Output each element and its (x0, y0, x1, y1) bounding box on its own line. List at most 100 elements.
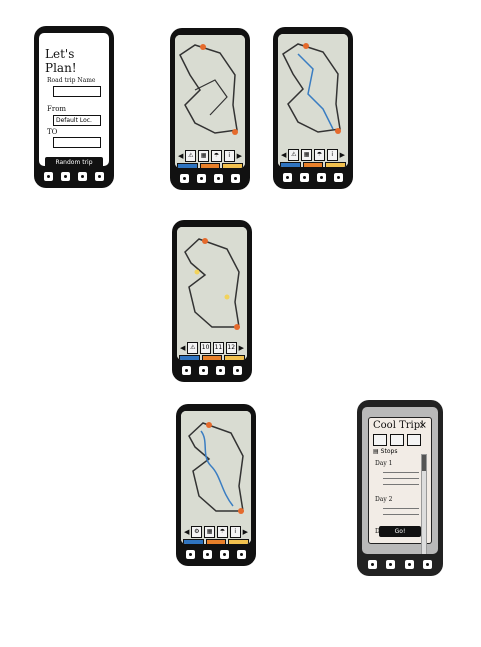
warning-icon[interactable]: ⚠ (288, 149, 300, 161)
map-pin-icon (206, 422, 212, 428)
map-view[interactable]: ◀ ⚠ ▦ ☂ i ▶ (278, 34, 348, 167)
tab-profile-icon[interactable] (407, 434, 421, 446)
to-input[interactable] (53, 137, 101, 148)
nav-button[interactable] (317, 173, 326, 182)
nav-button[interactable] (61, 172, 70, 181)
nav-button[interactable] (386, 560, 396, 569)
nav-button[interactable] (423, 560, 433, 569)
chevron-left-icon[interactable]: ◀ (281, 151, 287, 159)
chevron-right-icon[interactable]: ▶ (242, 528, 248, 536)
nav-button[interactable] (404, 560, 414, 569)
nav-button[interactable] (203, 550, 212, 559)
nav-button[interactable] (214, 174, 223, 183)
calendar-day-12[interactable]: 12 (225, 342, 237, 354)
nav-button[interactable] (231, 174, 240, 183)
stops-header: ▤ Stops (373, 448, 398, 455)
nav-button[interactable] (180, 174, 189, 183)
nav-button[interactable] (367, 560, 377, 569)
map-view[interactable]: ◀ ⚠ 10 11 12 ▶ (177, 227, 247, 360)
tab-profile[interactable] (325, 162, 347, 167)
tab-profile[interactable] (224, 355, 246, 360)
map-toolbar: ◀ ⚠ 10 11 12 ▶ (180, 342, 244, 354)
map-pin-icon (335, 128, 341, 134)
phone-nav-bar (176, 172, 244, 185)
nav-button[interactable] (186, 550, 195, 559)
modal-tabs (373, 434, 421, 446)
calendar-day-11[interactable]: 11 (213, 342, 224, 354)
phone-nav-bar (182, 548, 250, 561)
road-trip-name-input[interactable] (53, 86, 101, 97)
weather-icon[interactable]: ☂ (217, 526, 228, 538)
tab-bar (177, 163, 244, 168)
calendar-icon[interactable]: ▦ (301, 149, 312, 161)
phone-nav-bar (178, 364, 246, 377)
calendar-day-10[interactable]: 10 (200, 342, 211, 354)
tab-food-icon[interactable] (390, 434, 404, 446)
calendar-icon[interactable]: ▦ (204, 526, 215, 538)
scrollbar[interactable] (421, 454, 427, 554)
map-icon: ▤ (373, 448, 379, 455)
weather-icon[interactable]: ☂ (314, 149, 325, 161)
nav-button[interactable] (233, 366, 242, 375)
scrollbar-thumb[interactable] (422, 455, 426, 471)
chevron-left-icon[interactable]: ◀ (178, 152, 184, 160)
nav-button[interactable] (283, 173, 292, 182)
chevron-right-icon[interactable]: ▶ (236, 152, 242, 160)
random-trip-button[interactable]: Random trip (45, 157, 103, 166)
tab-bar (183, 539, 250, 544)
tab-route[interactable] (183, 539, 204, 544)
go-button[interactable]: Go! (379, 526, 421, 537)
nav-button[interactable] (237, 550, 246, 559)
route-map-svg (184, 238, 240, 330)
warning-icon[interactable]: ⚠ (185, 150, 197, 162)
chevron-left-icon[interactable]: ◀ (180, 344, 186, 352)
map-pin-icon (200, 44, 206, 50)
map-view[interactable]: ◀ ⚙ ▦ ☂ i ▶ (181, 411, 251, 544)
tab-route[interactable] (177, 163, 198, 168)
phone-map-screen-2: ◀ ⚠ ▦ ☂ i ▶ (273, 27, 353, 189)
trip-modal-screen: Cool Trip! × ▤ Stops Day 1 Day 2 Day 3 G… (362, 407, 438, 554)
info-icon[interactable]: i (326, 149, 338, 161)
map-screen: ◀ ⚙ ▦ ☂ i ▶ (181, 411, 251, 544)
weather-icon[interactable]: ☂ (211, 150, 222, 162)
phone-map-screen-4: ◀ ⚙ ▦ ☂ i ▶ (176, 404, 256, 566)
info-icon[interactable]: i (223, 150, 235, 162)
tab-route[interactable] (179, 355, 200, 360)
warning-icon[interactable]: ⚠ (187, 342, 199, 354)
tab-route[interactable] (280, 162, 301, 167)
tab-profile[interactable] (228, 539, 250, 544)
map-screen: ◀ ⚠ 10 11 12 ▶ (177, 227, 247, 360)
tab-food[interactable] (302, 162, 324, 167)
map-pin-icon (234, 324, 240, 330)
tab-bar (179, 355, 246, 360)
tab-food[interactable] (201, 355, 223, 360)
nav-button[interactable] (197, 174, 206, 183)
nav-button[interactable] (334, 173, 343, 182)
tab-profile[interactable] (222, 163, 244, 168)
info-icon[interactable]: i (229, 526, 241, 538)
nav-button[interactable] (95, 172, 104, 181)
nav-button[interactable] (199, 366, 208, 375)
map-view[interactable]: ◀ ⚠ ▦ ☂ i ▶ (175, 35, 245, 168)
tab-route-icon[interactable] (373, 434, 387, 446)
tab-food[interactable] (199, 163, 221, 168)
nav-button[interactable] (220, 550, 229, 559)
from-input[interactable]: Default Loc. (53, 115, 101, 126)
chevron-right-icon[interactable]: ▶ (339, 151, 345, 159)
close-icon[interactable]: × (418, 420, 427, 431)
nav-button[interactable] (182, 366, 191, 375)
map-pin-icon (202, 238, 208, 244)
phone-map-screen-3: ◀ ⚠ 10 11 12 ▶ (172, 220, 252, 382)
nav-button[interactable] (44, 172, 53, 181)
route-map-svg (179, 44, 238, 135)
chevron-right-icon[interactable]: ▶ (238, 344, 244, 352)
road-trip-name-label: Road trip Name (47, 77, 96, 84)
nav-button[interactable] (78, 172, 87, 181)
nav-button[interactable] (216, 366, 225, 375)
nav-button[interactable] (300, 173, 309, 182)
calendar-icon[interactable]: ▦ (198, 150, 209, 162)
from-label: From (47, 105, 67, 113)
gear-icon[interactable]: ⚙ (191, 526, 203, 538)
tab-food[interactable] (205, 539, 227, 544)
chevron-left-icon[interactable]: ◀ (184, 528, 190, 536)
